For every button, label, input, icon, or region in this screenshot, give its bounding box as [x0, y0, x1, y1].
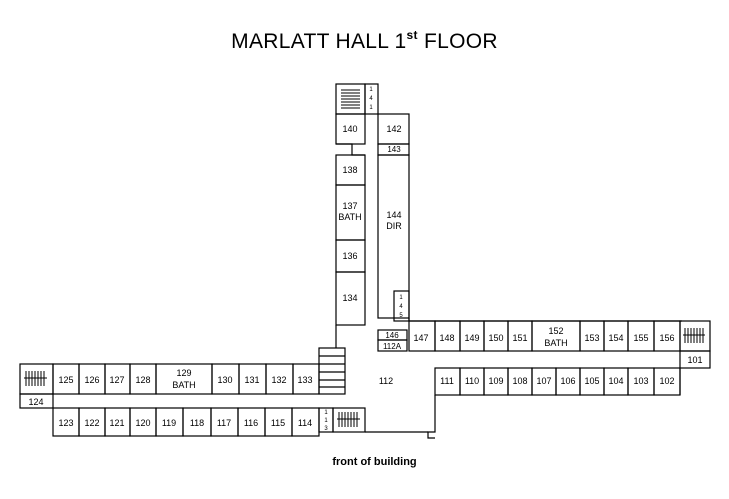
- room-131-label: 131: [244, 375, 259, 385]
- map-title-sup: st: [406, 28, 418, 42]
- label-113-b: 1: [324, 418, 328, 424]
- room-147-label: 147: [413, 333, 428, 343]
- room-142-label: 142: [386, 124, 401, 134]
- room-152-sub: BATH: [544, 338, 567, 348]
- room-102-label: 102: [659, 376, 674, 386]
- room-116-label: 116: [244, 418, 258, 428]
- room-111-label: 111: [440, 376, 454, 386]
- map-title: MARLATT HALL 1st FLOOR: [0, 28, 729, 54]
- room-103-label: 103: [633, 376, 648, 386]
- room-155-label: 155: [633, 333, 648, 343]
- front-of-building-label: front of building: [332, 456, 417, 468]
- room-148-label: 148: [439, 333, 454, 343]
- room-labels: 1 4 1 140 142 143 138 137 BATH 144 DIR 1…: [28, 87, 702, 432]
- room-144-sub: DIR: [386, 221, 402, 231]
- stair-west: [19, 363, 54, 395]
- room-136-label: 136: [342, 251, 357, 261]
- room-150-label: 150: [488, 333, 503, 343]
- room-134-label: 134: [342, 293, 357, 303]
- room-127-label: 127: [109, 375, 124, 385]
- room-107-label: 107: [536, 376, 551, 386]
- room-140-label: 140: [342, 124, 357, 134]
- room-121-label: 121: [109, 418, 124, 428]
- room-115-label: 115: [271, 418, 285, 428]
- label-141-b: 4: [369, 96, 373, 102]
- room-137-sub: BATH: [338, 212, 361, 222]
- label-113-c: 3: [324, 426, 328, 432]
- room-109-label: 109: [488, 376, 503, 386]
- room-125-label: 125: [58, 375, 73, 385]
- label-113-a: 1: [324, 410, 328, 416]
- room-153-label: 153: [584, 333, 599, 343]
- corridor-112-label: 112: [379, 376, 393, 386]
- room-106-label: 106: [560, 376, 575, 386]
- plan-walls: [19, 83, 711, 439]
- room-137-label: 137: [342, 201, 357, 211]
- room-149-label: 149: [464, 333, 479, 343]
- room-154-label: 154: [608, 333, 623, 343]
- room-132-label: 132: [271, 375, 286, 385]
- room-117-label: 117: [217, 418, 231, 428]
- room-144-label: 144: [386, 210, 401, 220]
- room-133-label: 133: [297, 375, 312, 385]
- room-146-label: 146: [385, 331, 399, 340]
- room-141: [364, 83, 379, 115]
- label-145-c: 5: [399, 313, 403, 319]
- room-130-label: 130: [217, 375, 232, 385]
- room-122-label: 122: [84, 418, 99, 428]
- room-112a: [377, 339, 408, 352]
- room-105-label: 105: [584, 376, 599, 386]
- room-123-label: 123: [58, 418, 73, 428]
- room-114-label: 114: [298, 418, 312, 428]
- room-129-sub: BATH: [172, 380, 195, 390]
- room-126-label: 126: [84, 375, 99, 385]
- room-138-notch: [336, 143, 365, 156]
- room-110-label: 110: [465, 376, 479, 386]
- room-151-label: 151: [512, 333, 527, 343]
- room-104-label: 104: [608, 376, 623, 386]
- room-108-label: 108: [512, 376, 527, 386]
- stair-hatching: [24, 89, 705, 427]
- room-101: [679, 350, 711, 369]
- room-112a-label: 112A: [383, 342, 402, 351]
- stair-south: [332, 407, 366, 433]
- room-145: [393, 290, 410, 322]
- room-120-label: 120: [135, 418, 150, 428]
- room-119-label: 119: [162, 418, 176, 428]
- room-138-label: 138: [342, 165, 357, 175]
- room-152-label: 152: [548, 326, 563, 336]
- room-129-label: 129: [176, 368, 191, 378]
- room-124: [19, 393, 54, 409]
- room-118-label: 118: [190, 418, 204, 428]
- room-143-label: 143: [387, 145, 401, 154]
- room-156-label: 156: [659, 333, 674, 343]
- room-101-label: 101: [687, 355, 702, 365]
- map-title-tail: FLOOR: [417, 30, 498, 53]
- room-124-label: 124: [28, 397, 43, 407]
- label-141-a: 1: [369, 87, 373, 93]
- label-145-b: 4: [399, 304, 403, 310]
- label-145-a: 1: [399, 295, 403, 301]
- steps-west: [318, 347, 346, 395]
- room-128-label: 128: [135, 375, 150, 385]
- room-134: [335, 271, 366, 326]
- map-title-main: MARLATT HALL 1: [231, 30, 407, 53]
- label-141-c: 1: [369, 105, 373, 111]
